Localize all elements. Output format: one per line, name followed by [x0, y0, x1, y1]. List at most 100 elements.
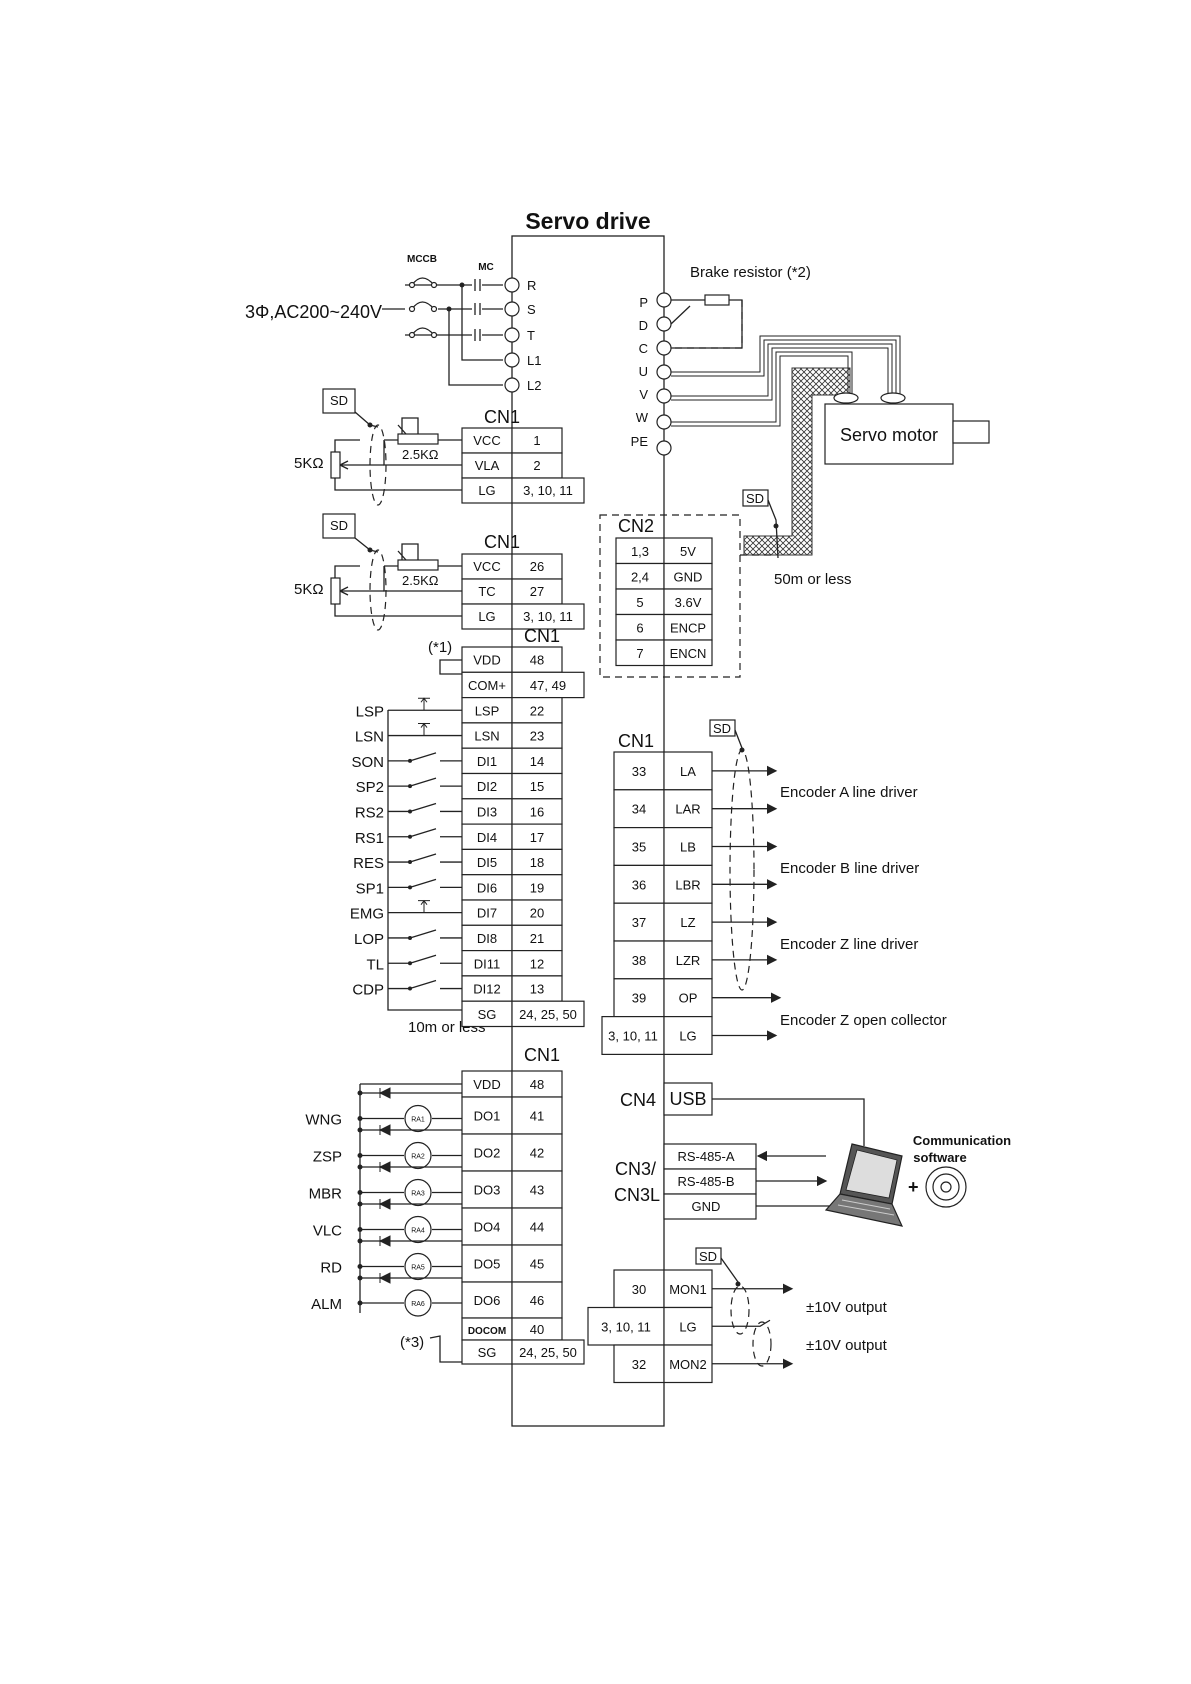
di-pin-number: 14 — [530, 754, 544, 769]
servo-motor-box — [824, 403, 954, 465]
di-pin-number: 13 — [530, 982, 544, 997]
di-pin-name: LSN — [474, 729, 499, 744]
do-junction — [357, 1264, 363, 1269]
comm-software-label-b: software — [913, 1150, 966, 1165]
servo-drive-title: Servo drive — [525, 208, 650, 234]
di-signal-label: LOP — [354, 931, 384, 948]
di-pin-number: 19 — [530, 880, 544, 895]
mon-pin-name-cell — [663, 1269, 713, 1309]
di-signal-label: RS2 — [355, 804, 384, 821]
di-pin-num-cell — [511, 924, 563, 952]
do-pin-num-cell — [511, 1339, 585, 1365]
terminal-u: U — [639, 364, 648, 379]
do-signal-label: WNG — [305, 1112, 342, 1129]
enc-pin-name: LA — [680, 764, 696, 779]
terminal-v: V — [639, 387, 648, 402]
do-pin-num-cell — [511, 1170, 563, 1209]
di-no-switch — [388, 979, 462, 990]
do-pin-name-cell — [461, 1281, 513, 1319]
di-pin-name-cell — [461, 772, 513, 800]
enc-pin-name-cell — [663, 751, 713, 791]
pin-lg-2: LG — [478, 609, 495, 624]
di-nc-mark — [418, 722, 430, 736]
di-pin-number: 16 — [530, 804, 544, 819]
do-junction — [357, 1164, 363, 1170]
di-pin-num-cell — [511, 874, 563, 901]
encoder-b-label: Encoder B line driver — [780, 860, 919, 877]
encoder-a-label: Encoder A line driver — [780, 784, 918, 801]
di-no-switch — [388, 929, 462, 939]
di-switch-pivot — [408, 809, 412, 814]
power-input: 3Φ,AC200~240V MCCB MC R S T L1 L2 — [245, 254, 541, 393]
enc-pin-num-cell — [613, 940, 665, 980]
do-junction — [357, 1275, 363, 1281]
di-no-switch — [388, 752, 462, 762]
mc-label: MC — [478, 262, 494, 273]
di-pin-number: 18 — [530, 855, 544, 870]
di-no-switch — [388, 828, 462, 838]
supply-label: 3Φ,AC200~240V — [245, 302, 382, 322]
do-junction — [357, 1227, 363, 1232]
di-pin-name: DI7 — [477, 906, 497, 921]
pin-num-27: 27 — [530, 584, 544, 599]
do-diode — [378, 1161, 391, 1173]
gnd-pin: GND — [692, 1199, 721, 1214]
pin-num-2: 2 — [533, 458, 540, 473]
pot-5k-label-2: 5KΩ — [294, 581, 324, 598]
do-pin-number: 44 — [530, 1220, 544, 1235]
do-diode — [378, 1124, 391, 1136]
pot-2k5-label-1: 2.5KΩ — [402, 447, 439, 462]
do-signal-label: RD — [320, 1260, 342, 1277]
terminal-w: W — [636, 410, 649, 425]
di-pin-num-cell — [511, 1000, 585, 1028]
cn1-label-5: CN1 — [618, 731, 654, 751]
cn2-pin-name: GND — [674, 569, 703, 584]
enc-pin-number: 39 — [632, 991, 646, 1006]
di-pin-num-cell — [511, 798, 563, 825]
terminal-l2: L2 — [527, 378, 541, 393]
do-pin-num-cell — [511, 1070, 563, 1098]
do-pin-name-cell — [461, 1096, 513, 1135]
brake-resistor-label: Brake resistor (*2) — [690, 264, 811, 281]
relay-coil-icon — [404, 1104, 432, 1133]
cn4-label: CN4 — [620, 1090, 656, 1110]
sd-label-2: SD — [330, 518, 348, 533]
di-no-switch — [388, 802, 462, 813]
terminal-p: P — [639, 295, 648, 310]
do-signal-label: ZSP — [313, 1149, 342, 1166]
di-switch-pivot — [408, 784, 412, 789]
do-pin-num-cell — [511, 1207, 563, 1246]
di-signal-label: TL — [366, 956, 384, 973]
note-1: (*1) — [428, 639, 452, 656]
di-pin-number: 48 — [530, 653, 544, 668]
di-switch-pivot — [408, 834, 412, 839]
di-pin-num-cell — [511, 772, 563, 800]
di-no-switch — [388, 777, 462, 787]
cn1-label-4: CN1 — [524, 1045, 560, 1065]
di-signal-label: CDP — [352, 982, 384, 999]
disc-icon — [925, 1166, 967, 1208]
rs485b-pin: RS-485-B — [677, 1174, 734, 1189]
mon1-output-label: ±10V output — [806, 1299, 888, 1316]
enc-pin-name-cell — [663, 1015, 713, 1055]
do-pin-name: DO2 — [474, 1146, 501, 1161]
pin-tc: TC — [478, 584, 495, 599]
enc-pin-number: 38 — [632, 953, 646, 968]
di-pin-name: LSP — [475, 703, 500, 718]
relay-label: RA6 — [411, 1301, 425, 1308]
pin-lg-1: LG — [478, 483, 495, 498]
pin-num-lg-1: 3, 10, 11 — [523, 483, 573, 498]
enc-pin-number: 36 — [632, 877, 646, 892]
do-signal-label: MBR — [309, 1186, 343, 1203]
di-pin-name: DI1 — [477, 754, 497, 769]
mon-pin-name: MON1 — [669, 1282, 707, 1297]
do-diode — [378, 1087, 391, 1099]
sd-label-encoder: SD — [746, 491, 764, 506]
di-pin-num-cell — [511, 696, 563, 724]
di-pin-name: DI4 — [477, 830, 497, 845]
di-signal-label: SON — [351, 754, 384, 771]
mon-pin-name-cell — [663, 1344, 713, 1384]
di-pin-num-cell — [511, 949, 563, 977]
cn2-pin-name: ENCP — [670, 620, 706, 635]
